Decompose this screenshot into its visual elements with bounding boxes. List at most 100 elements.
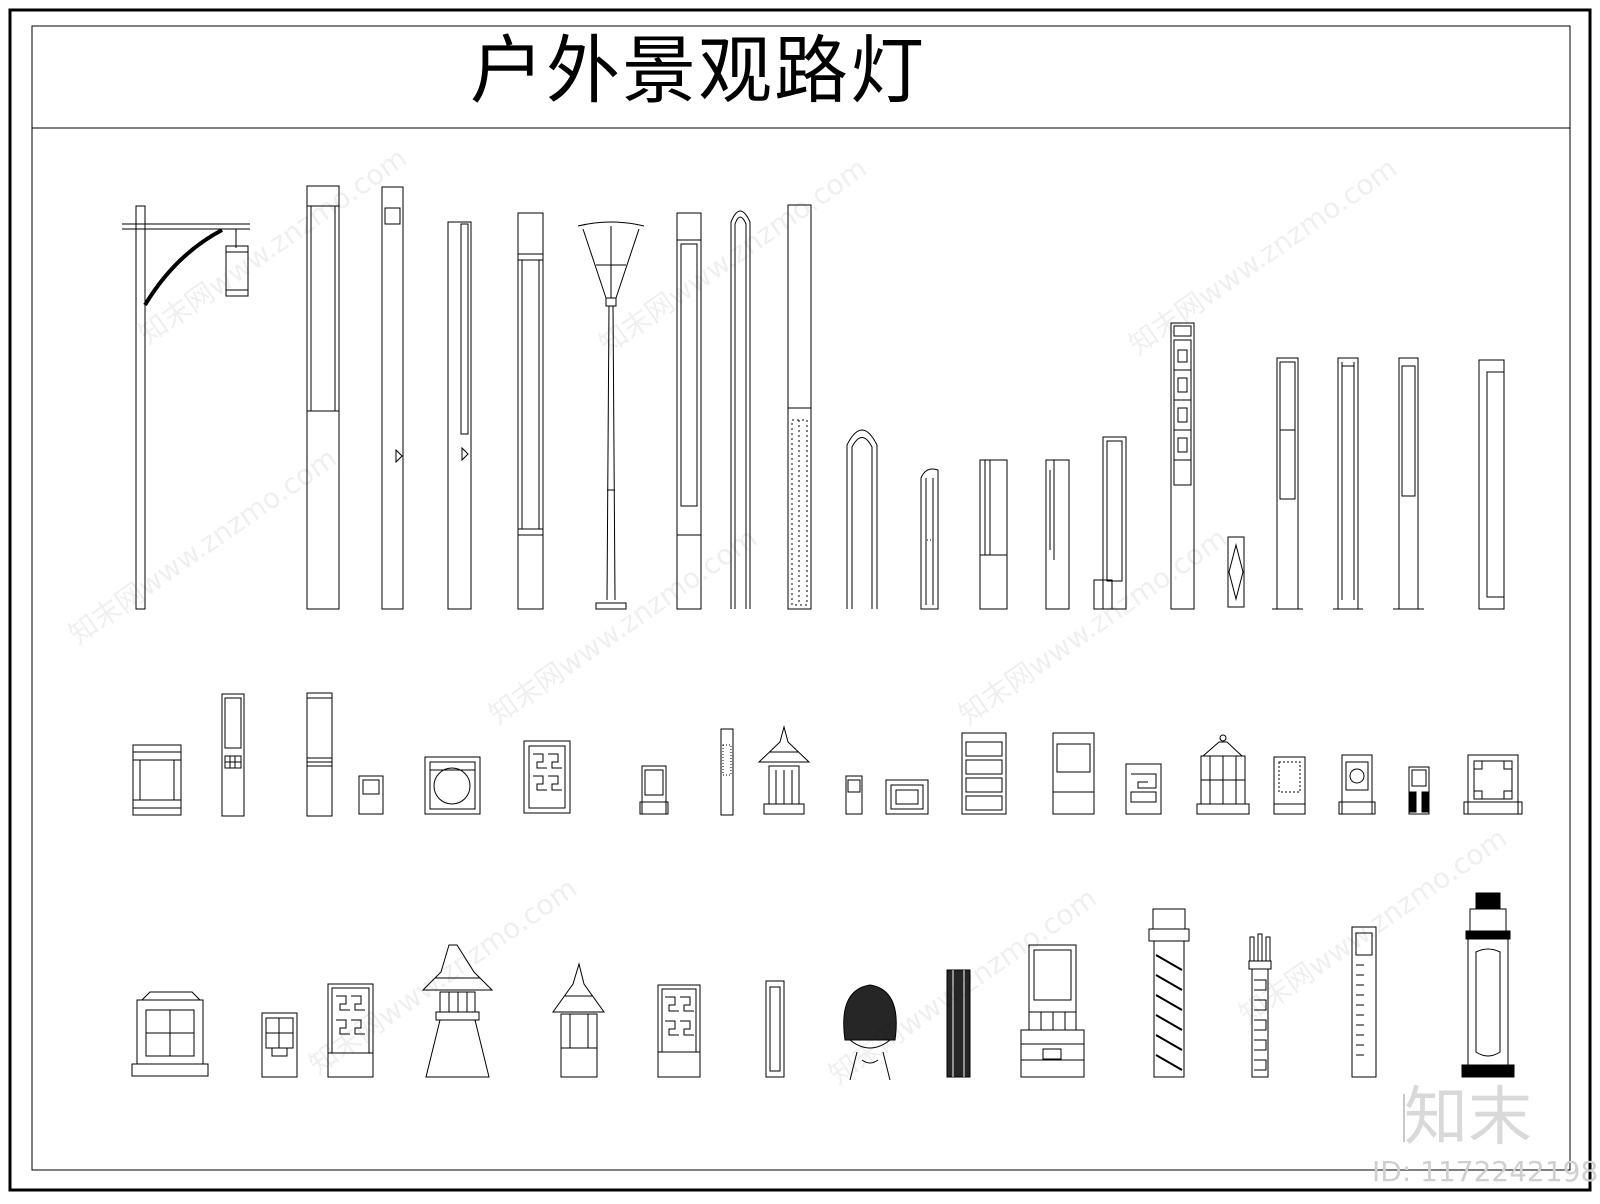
- lamp-outline: [261, 1012, 298, 1078]
- lamp-arch-short: [846, 429, 878, 609]
- lamp-outline: [1273, 756, 1306, 815]
- lamp-outline: [1152, 908, 1186, 930]
- lawn-lamp-13: [1052, 732, 1095, 815]
- garden-lamp-kiosk: [1020, 944, 1085, 1078]
- lamp-outline: [1227, 536, 1245, 608]
- lawn-lamp-8: [720, 728, 734, 816]
- lamp-outline: [327, 1052, 374, 1078]
- lawn-lamp-11: [885, 779, 929, 815]
- lamp-outline: [1052, 732, 1095, 815]
- lamp-outline: [605, 297, 617, 307]
- lamp-outline: [1478, 359, 1505, 610]
- lamp-outline: [639, 801, 669, 815]
- lamp-outline: [851, 437, 873, 609]
- brand-logo: 知末: [1404, 1081, 1532, 1155]
- lamp-outline: [846, 429, 878, 609]
- lamp-outline: [1228, 543, 1244, 601]
- lamp-outline: [1173, 325, 1192, 337]
- lamp-outline: [1125, 763, 1162, 815]
- lawn-lamp-3: [306, 692, 333, 817]
- lamp-outline: [595, 602, 627, 610]
- lamp-outline: [1474, 761, 1512, 799]
- lamp-outline: [1475, 948, 1501, 1057]
- lamp-outline: [381, 186, 404, 610]
- lamp-outline: [1219, 734, 1227, 742]
- lamp-outline: [1463, 801, 1523, 815]
- lamp-column-8: [1393, 357, 1424, 610]
- lamp-lattice-column: [1170, 322, 1195, 610]
- lamp-outline: [140, 991, 202, 1001]
- lamp-outline: [769, 986, 781, 1072]
- lamp-outline: [676, 212, 702, 610]
- lamp-outline: [429, 761, 476, 810]
- lamp-outline: [1056, 743, 1091, 773]
- lawn-lamp-5: [424, 756, 481, 815]
- lawn-lamp-1: [132, 744, 182, 816]
- lamp-outline: [271, 1047, 288, 1057]
- lamp-outline: [1356, 964, 1364, 1056]
- lamp-outline: [1033, 949, 1072, 1001]
- garden-lamp-carved-column: [1148, 908, 1190, 1078]
- lamp-outline: [1469, 908, 1507, 932]
- lamp-outline: [533, 753, 562, 791]
- garden-lamp-5: [765, 980, 785, 1078]
- lamp-outline: [132, 799, 182, 809]
- lawn-lamp-14: [1125, 763, 1162, 815]
- lamp-outline: [1421, 791, 1429, 813]
- lamp-outline: [1177, 349, 1188, 363]
- lamp-outline: [425, 1019, 490, 1078]
- lamp-outline: [135, 205, 146, 610]
- lawn-lamp-6: [523, 740, 571, 814]
- lamp-outline: [1467, 938, 1509, 1066]
- lamp-outline: [657, 1051, 701, 1078]
- lamp-outline: [336, 995, 365, 1035]
- page-title: 户外景观路灯: [470, 28, 926, 114]
- lamp-outline: [1042, 1048, 1062, 1060]
- lamp-outline: [1177, 407, 1188, 423]
- lamp-outline: [1196, 803, 1250, 815]
- lamp-outline: [757, 725, 811, 763]
- lamp-outline: [582, 228, 607, 299]
- lamp-outline: [1131, 773, 1157, 789]
- row-landscape-lamps: [131, 892, 1515, 1081]
- lamp-outline: [1473, 760, 1513, 800]
- lamp-outline: [885, 779, 929, 815]
- lamp-hanging-lantern: [122, 205, 250, 610]
- lamp-outline: [680, 243, 698, 507]
- garden-lamp-pillar-posts: [1248, 933, 1272, 1078]
- lamp-outline: [523, 740, 571, 814]
- lamp-outline: [132, 751, 182, 761]
- lamp-outline: [787, 204, 812, 610]
- lamp-outline: [1177, 437, 1188, 453]
- lawn-lamp-10: [845, 775, 863, 815]
- lamp-outline: [1173, 339, 1192, 486]
- lawn-lamp-18: [1408, 766, 1430, 815]
- lamp-outline: [225, 245, 249, 297]
- lamp-outline: [843, 984, 897, 1041]
- lamp-column-9: [1478, 359, 1505, 610]
- lamp-outline: [1265, 936, 1271, 962]
- lamp-outline: [560, 1047, 598, 1078]
- lamp-outline: [358, 775, 384, 815]
- garden-lamp-pagoda-2: [552, 962, 605, 1078]
- lamp-outline: [1045, 459, 1070, 610]
- lamp-outline: [730, 210, 751, 609]
- lamp-outline: [1461, 1064, 1515, 1078]
- lamp-column-1: [306, 185, 340, 610]
- lamp-column-6: [1272, 357, 1303, 610]
- lamp-outline: [665, 996, 694, 1036]
- lamp-outline: [1401, 365, 1416, 497]
- lawn-lamp-19: [1463, 754, 1523, 815]
- lamp-outline: [460, 223, 469, 435]
- lamp-outline: [1201, 741, 1244, 757]
- lamp-outline: [606, 305, 610, 601]
- lamp-outline: [1355, 932, 1373, 956]
- lamp-outline: [1249, 936, 1255, 962]
- lamp-outline: [461, 446, 469, 462]
- lamp-outline: [143, 228, 223, 307]
- lamp-column-4: [517, 212, 544, 610]
- row-lawn-lamps: [132, 692, 1523, 817]
- lamp-outline: [221, 693, 245, 817]
- lamp-outline: [845, 775, 863, 815]
- lamp-outline: [1102, 436, 1127, 610]
